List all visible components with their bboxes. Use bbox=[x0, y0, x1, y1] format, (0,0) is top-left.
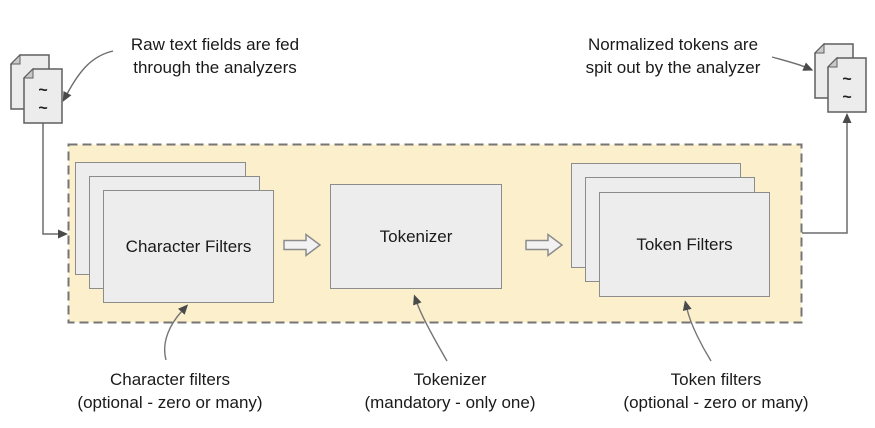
output-documents-icon: ~ ~ bbox=[813, 42, 867, 113]
output-connector-line bbox=[802, 113, 852, 234]
input-annotation-arrow bbox=[62, 50, 114, 102]
caption-title: Token filters bbox=[670, 370, 762, 389]
character-filters-caption-arrow bbox=[164, 304, 189, 361]
character-filters-caption: Character filters (optional - zero or ma… bbox=[50, 368, 290, 414]
page-fold bbox=[826, 56, 838, 68]
token-filters-caption: Token filters (optional - zero or many) bbox=[596, 368, 836, 414]
input-connector-line bbox=[42, 123, 68, 239]
token-filters-caption-arrow bbox=[682, 300, 712, 362]
caption-detail: (mandatory - only one) bbox=[364, 393, 536, 412]
flow-arrow-icon bbox=[525, 233, 564, 257]
page-text-glyph: ~ bbox=[842, 89, 851, 106]
page-fold bbox=[22, 67, 34, 79]
input-documents-icon: ~ ~ bbox=[9, 53, 63, 124]
output-annotation-arrow bbox=[771, 56, 814, 71]
page-fold bbox=[9, 53, 21, 65]
document-page bbox=[23, 68, 63, 124]
tokenizer-box: Tokenizer bbox=[330, 184, 502, 289]
document-page bbox=[827, 57, 867, 113]
page-text-glyph: ~ bbox=[38, 82, 47, 99]
caption-detail: (optional - zero or many) bbox=[77, 393, 263, 412]
tokenizer-caption: Tokenizer (mandatory - only one) bbox=[330, 368, 570, 414]
tokenizer-label: Tokenizer bbox=[379, 226, 453, 246]
caption-title: Tokenizer bbox=[413, 370, 487, 389]
page-fold bbox=[813, 42, 825, 54]
flow-arrow-icon bbox=[283, 233, 322, 257]
tokenizer-caption-arrow bbox=[413, 294, 448, 362]
caption-title: Character filters bbox=[110, 370, 230, 389]
output-annotation-text: Normalized tokens are spit out by the an… bbox=[585, 35, 761, 77]
input-annotation-text: Raw text fields are fed through the anal… bbox=[130, 35, 300, 77]
token-filters-label: Token Filters bbox=[636, 234, 733, 254]
caption-detail: (optional - zero or many) bbox=[623, 393, 809, 412]
character-filters-box: Character Filters bbox=[103, 190, 274, 303]
character-filters-label: Character Filters bbox=[125, 236, 252, 256]
page-text-glyph: ~ bbox=[842, 71, 851, 88]
token-filters-box: Token Filters bbox=[599, 192, 770, 297]
page-text-glyph: ~ bbox=[38, 100, 47, 117]
